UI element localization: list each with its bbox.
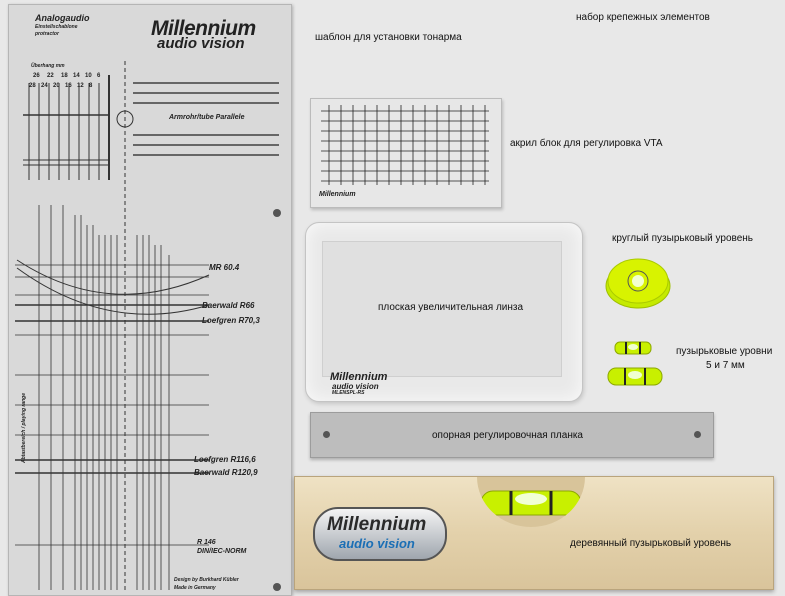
caption-fasteners: набор крепежных элементов bbox=[576, 12, 710, 23]
tube-level-7mm bbox=[607, 364, 663, 390]
din-label: DIN/IEC-NORM bbox=[197, 548, 247, 555]
caption-bubble-levels: пузырьковые уровни bbox=[676, 346, 773, 357]
scale-bot-2: 24 bbox=[41, 83, 48, 89]
armrohr-label: Armrohr/tube Parallele bbox=[169, 114, 245, 121]
made-in-label: Made in Germany bbox=[174, 585, 216, 591]
wood-level-window bbox=[477, 477, 585, 527]
scale-top-3: 18 bbox=[61, 73, 68, 79]
protractor-graphics bbox=[15, 61, 281, 591]
protractor-logo: Millennium bbox=[151, 17, 256, 40]
tube-level-5mm bbox=[614, 339, 652, 357]
round-level-graphic bbox=[605, 258, 671, 309]
protractor-logo-sub: audio vision bbox=[157, 35, 245, 52]
reference-adjustment-bar bbox=[310, 412, 714, 458]
wood-level-logo-badge: Millennium audio vision bbox=[313, 507, 447, 561]
protractor-brand: Analogaudio bbox=[35, 13, 90, 23]
acryl-grid bbox=[321, 105, 489, 185]
baerwald-r66-label: Baerwald R66 bbox=[202, 301, 255, 310]
scale-bot-5: 12 bbox=[77, 83, 84, 89]
caption-acryl-block: акрил блок для регулировка VTA bbox=[510, 138, 663, 149]
lens-model: MLENSPL-RS bbox=[332, 390, 365, 396]
scale-bot-4: 16 bbox=[65, 83, 72, 89]
flat-magnifier-lens: Millennium audio vision MLENSPL-RS bbox=[305, 222, 583, 402]
caption-magnifier: плоская увеличительная линза bbox=[378, 302, 524, 313]
scale-bot-6: 8 bbox=[89, 83, 93, 89]
protractor-subtitle-2: protractor bbox=[35, 31, 59, 37]
wood-logo: Millennium bbox=[327, 514, 427, 535]
caption-round-level: круглый пузырьковый уровень bbox=[612, 233, 754, 244]
lens-glass bbox=[322, 241, 562, 377]
scale-top-2: 22 bbox=[47, 73, 54, 79]
caption-tonearm-template: шаблон для установки тонарма bbox=[315, 32, 462, 43]
loefgren-r70-label: Loefgren R70,3 bbox=[202, 316, 260, 325]
acryl-brand: Millennium bbox=[319, 191, 356, 198]
tube-level-5mm-graphic bbox=[614, 341, 652, 355]
bar-hole-left bbox=[323, 431, 330, 438]
lens-brand: Millennium bbox=[330, 371, 388, 383]
wooden-bubble-level: Millennium audio vision bbox=[294, 476, 774, 590]
scale-bot-1: 28 bbox=[29, 83, 36, 89]
scale-top-5: 10 bbox=[85, 73, 92, 79]
loefgren-r116-label: Loefgren R116,6 bbox=[194, 455, 256, 464]
scale-top-6: 6 bbox=[97, 73, 101, 79]
vertical-range-label: Abtastbereich / playing range bbox=[21, 392, 28, 464]
wood-logo-sub: audio vision bbox=[339, 536, 415, 551]
tube-level-7mm-graphic bbox=[607, 367, 663, 386]
lens-brand-sub: audio vision bbox=[332, 382, 379, 391]
round-bubble-level bbox=[604, 253, 672, 311]
scale-bot-3: 20 bbox=[53, 83, 60, 89]
protractor-subtitle: Einstellschablone bbox=[35, 24, 78, 30]
scale-top-4: 14 bbox=[73, 73, 80, 79]
bar-hole-right bbox=[694, 431, 701, 438]
overhang-label: Überhang mm bbox=[31, 63, 65, 69]
baerwald-r120-label: Baerwald R120,9 bbox=[194, 468, 258, 477]
wood-level-vial bbox=[480, 490, 582, 516]
caption-wood-level: деревянный пузырьковый уровень bbox=[570, 538, 732, 549]
caption-bubble-levels-size: 5 и 7 мм bbox=[706, 360, 745, 371]
caption-ref-bar: опорная регулировочная планка bbox=[432, 430, 583, 441]
acryl-vta-block: Millennium bbox=[310, 98, 502, 208]
mr-label: MR 60.4 bbox=[209, 263, 240, 272]
tonearm-protractor-template: Analogaudio Einstellschablone protractor… bbox=[8, 4, 292, 596]
scale-top-1: 26 bbox=[33, 73, 40, 79]
designer-label: Design by Burkhard Kübler bbox=[174, 577, 239, 583]
r146-label: R 146 bbox=[197, 539, 216, 546]
